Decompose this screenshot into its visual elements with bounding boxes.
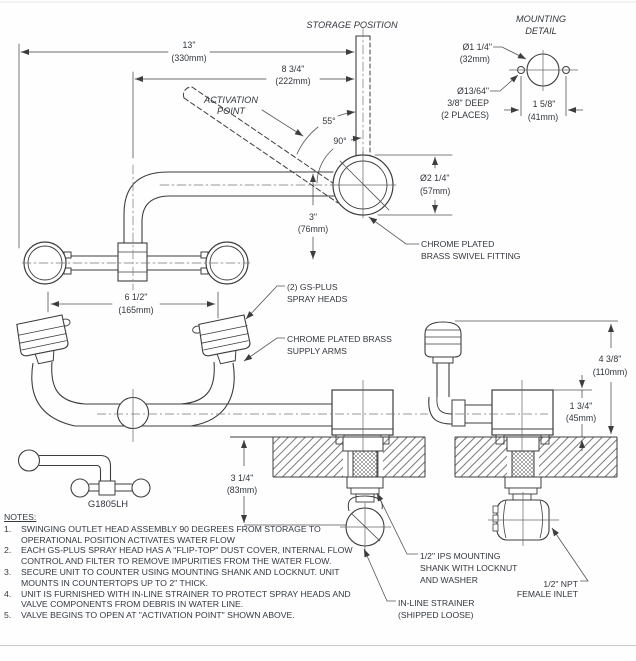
strainer-label-2: (SHIPPED LOOSE) <box>398 610 474 620</box>
dim-3-1-4 <box>241 440 347 526</box>
dim-2-1-4 <box>374 154 453 216</box>
angle-90-label: 90° <box>333 136 346 146</box>
mounting-leader-2 <box>490 74 519 92</box>
dim-text-314mm: (83mm) <box>227 485 257 495</box>
arms-label-2: SUPPLY ARMS <box>287 346 347 356</box>
activation-point-label-1: ACTIVATION <box>203 95 258 105</box>
dim-text-225in: Ø2 1/4" <box>420 173 450 183</box>
side-spray-head <box>424 321 462 358</box>
elevation-view <box>16 285 618 602</box>
dim-text-3in: 3" <box>309 212 317 222</box>
dim-text-134mm: (45mm) <box>566 413 596 423</box>
dim-text-13mm: (330mm) <box>171 53 206 63</box>
strainer-leader <box>363 548 396 602</box>
dim-text-13in: 13" <box>183 40 196 50</box>
plan-pipe <box>123 171 335 247</box>
note-line: 5.VALVE BEGINS TO OPEN AT "ACTIVATION PO… <box>4 610 295 621</box>
mount-block-center <box>331 389 394 445</box>
mount-block-right <box>491 389 554 445</box>
mounting-shank-right <box>504 436 542 501</box>
heads-leader <box>245 285 285 320</box>
note-line: 3.SECURE UNIT TO COUNTER USING MOUNTING … <box>4 566 340 577</box>
note-line: CONTROL AND FILTER TO REMOVE IMPURITIES … <box>21 556 332 567</box>
female-inlet-body <box>488 492 559 546</box>
note-line: 1.SWINGING OUTLET HEAD ASSEMBLY 90 DEGRE… <box>4 523 321 534</box>
block-crosshairs <box>362 380 523 452</box>
activation-pipe <box>182 86 347 204</box>
note-line: OPERATIONAL POSITION ACTIVATES WATER FLO… <box>21 534 235 545</box>
heads-label-1: (2) GS-PLUS <box>287 282 338 292</box>
model-number-label: G1805LH <box>88 498 128 509</box>
spray-head-right <box>192 314 251 365</box>
dim-text-158in: 1 5/8" <box>533 99 556 109</box>
note-line: VALVE COMPONENTS FROM DEBRIS IN WATER LI… <box>21 599 244 610</box>
dim-1-3-4 <box>553 375 592 451</box>
mounting-leader-1 <box>493 46 527 60</box>
dim-1-5-8 <box>504 76 583 116</box>
dim-text-314in: 3 1/4" <box>231 473 254 483</box>
plan-tee-fitting <box>117 242 148 282</box>
inlet-label-1: 1/2" NPT <box>543 579 578 589</box>
page-border-lines <box>0 1 636 646</box>
supply-arms <box>31 361 332 427</box>
shank-label-1: 1/2" IPS MOUNTING <box>420 551 501 561</box>
inlet-leader <box>551 527 589 582</box>
dim-text-134in: 1 3/4" <box>570 401 593 411</box>
in-line-strainer <box>340 495 391 551</box>
shank-label-3: AND WASHER <box>420 575 478 585</box>
arms-label-1: CHROME PLATED BRASS <box>287 334 392 344</box>
dim-text-225mm: (57mm) <box>420 186 450 196</box>
notes-block: NOTES: 1.SWINGING OUTLET HEAD ASSEMBLY 9… <box>4 512 384 621</box>
dim-text-1364b: 3/8" DEEP <box>447 98 489 108</box>
shank-leader <box>376 492 418 555</box>
mounting-detail-title-2: DETAIL <box>525 26 556 36</box>
swivel-label-2: BRASS SWIVEL FITTING <box>421 251 521 261</box>
swivel-fitting <box>329 151 397 219</box>
dim-text-65in: 6 1/2" <box>125 292 148 302</box>
note-line: MOUNTS IN COUNTERTOPS UP TO 2" THICK. <box>21 577 209 588</box>
countertop-right <box>454 436 618 478</box>
dim-text-3mm: (76mm) <box>298 224 328 234</box>
swivel-leader <box>368 216 420 245</box>
stem-assembly <box>424 321 492 427</box>
inlet-label-2: FEMALE INLET <box>517 589 579 599</box>
dim-text-158mm: (41mm) <box>528 112 558 122</box>
dim-text-125mm: (32mm) <box>460 54 490 64</box>
spray-head-left <box>16 314 71 365</box>
heads-label-2: SPRAY HEADS <box>287 294 348 304</box>
storage-position-pipe <box>355 27 371 163</box>
plan-centerlines <box>21 164 331 291</box>
dim-text-875mm: (222mm) <box>275 76 310 86</box>
mounting-shank-center <box>342 436 384 503</box>
note-line: 4.UNIT IS FURNISHED WITH IN-LINE STRAINE… <box>4 588 351 599</box>
note-line: 2.EACH GS-PLUS SPRAY HEAD HAS A "FLIP-TO… <box>4 545 353 556</box>
swivel-label-1: CHROME PLATED <box>421 239 494 249</box>
angle-arcs <box>296 109 362 184</box>
mounting-detail-title-1: MOUNTING <box>516 14 566 24</box>
mounting-detail <box>490 46 583 116</box>
dim-6-1-2 <box>47 291 219 319</box>
angle-55-label: 55° <box>322 116 335 126</box>
arms-leader <box>243 337 285 362</box>
dim-text-1364c: (2 PLACES) <box>441 110 489 120</box>
dim-text-65mm: (165mm) <box>118 305 153 315</box>
shank-label-2: SHANK WITH LOCKNUT <box>420 563 518 573</box>
dim-text-125in: Ø1 1/4" <box>462 42 492 52</box>
drawing-text: STORAGE POSITION MOUNTING DETAIL ACTIVAT… <box>88 14 627 620</box>
activation-point-label-2: POINT <box>217 106 246 116</box>
notes-title: NOTES: <box>4 512 37 522</box>
mounting-crosshairs <box>509 50 578 91</box>
plan-extension-lines <box>18 43 134 249</box>
dim-text-438in: 4 3/8" <box>599 354 622 364</box>
dim-text-875in: 8 3/4" <box>282 64 305 74</box>
strainer-label-1: IN-LINE STRAINER <box>398 598 474 608</box>
countertop-left <box>230 436 426 478</box>
dim-text-1364: Ø13/64" <box>457 86 489 96</box>
plan-view <box>18 27 453 319</box>
activation-leader <box>261 109 304 137</box>
model-icon <box>17 449 151 498</box>
storage-position-label: STORAGE POSITION <box>306 20 398 30</box>
dim-text-438mm: (110mm) <box>593 367 628 377</box>
